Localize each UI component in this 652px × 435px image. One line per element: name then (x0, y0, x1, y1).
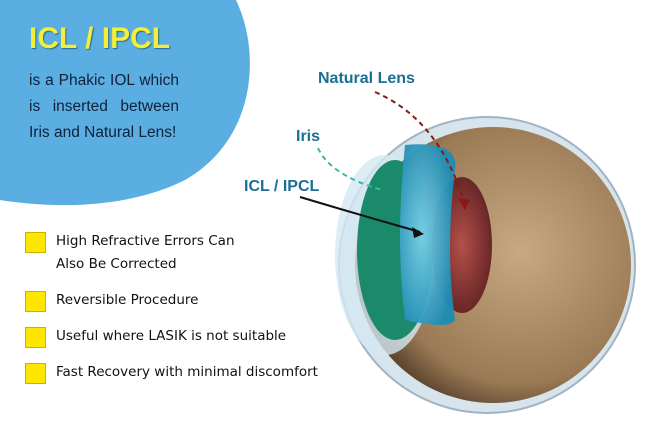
benefits-list: High Refractive Errors Can Also Be Corre… (25, 232, 325, 399)
bullet-square-icon (25, 363, 46, 384)
icl-arrowhead (412, 227, 424, 238)
description: is a Phakic IOL which is inserted betwee… (29, 72, 179, 141)
list-item: Reversible Procedure (25, 291, 325, 312)
icl-lens (400, 144, 456, 325)
header-bubble (0, 0, 250, 206)
icl-arrow (299, 196, 421, 233)
page-title: ICL / IPCL (29, 22, 171, 55)
list-item: High Refractive Errors Can Also Be Corre… (25, 232, 325, 276)
bullet-square-icon (25, 327, 46, 348)
icl-label: ICL / IPCL (244, 178, 320, 195)
list-item: Fast Recovery with minimal discomfort (25, 363, 325, 384)
bullet-square-icon (25, 232, 46, 253)
bullet-square-icon (25, 291, 46, 312)
natural-lens-label: Natural Lens (318, 70, 415, 87)
natural-lens-arrowhead (458, 198, 470, 210)
list-item: Useful where LASIK is not suitable (25, 327, 325, 348)
natural-lens-arrow (374, 91, 466, 206)
iris-label: Iris (296, 128, 321, 145)
